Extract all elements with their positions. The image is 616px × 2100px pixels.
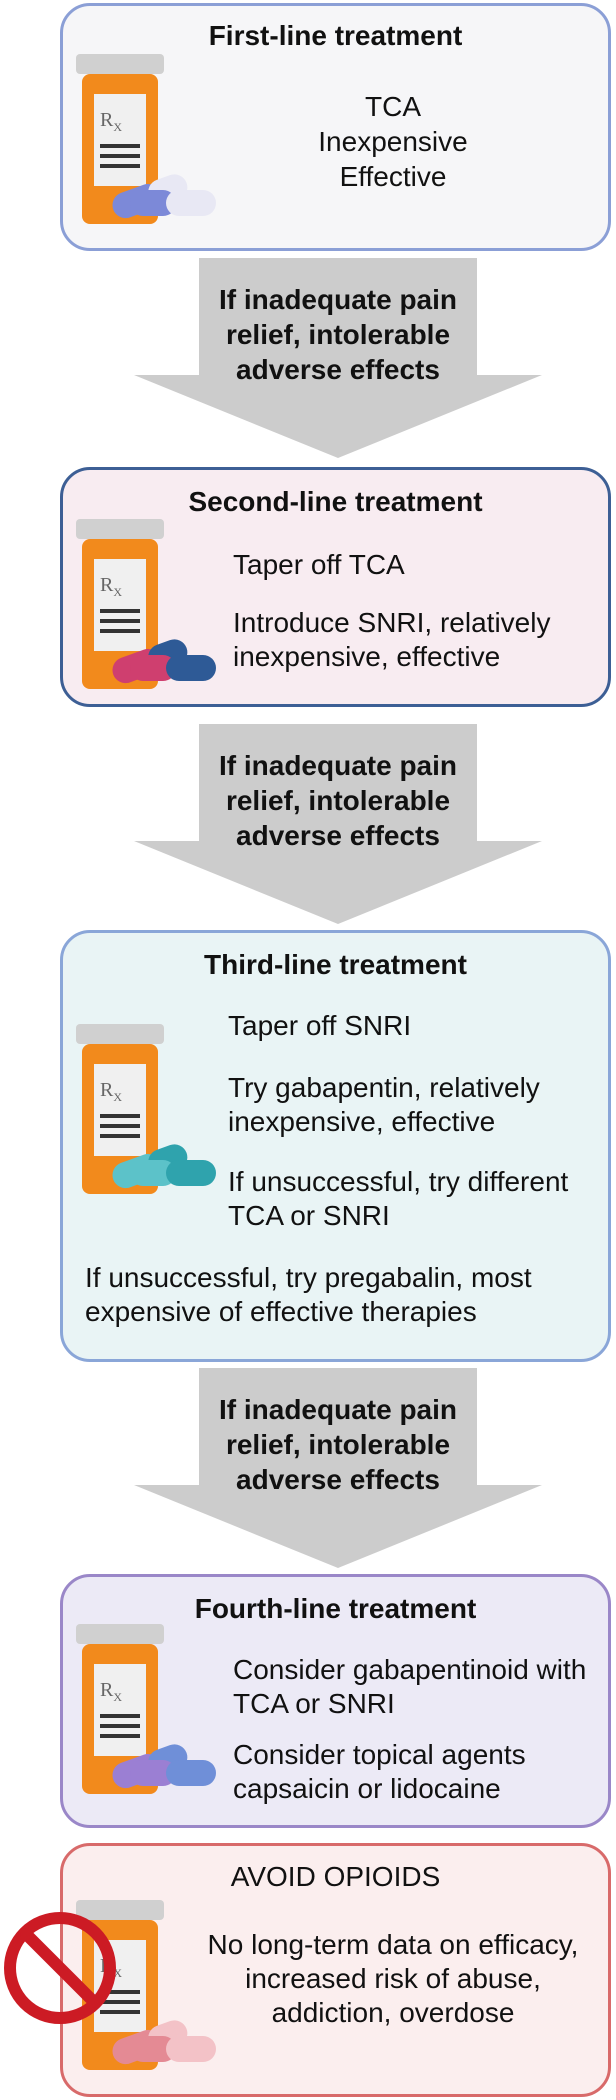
step-line: Inexpensive (318, 126, 468, 157)
step-line: No long-term data on efficacy, increased… (207, 1929, 579, 2028)
step-title: First-line treatment (208, 20, 463, 51)
svg-text:RX: RX (100, 109, 122, 134)
svg-text:RX: RX (100, 1079, 122, 1104)
down-arrow (134, 1368, 542, 1568)
step-line: Effective (339, 161, 447, 192)
svg-text:RX: RX (100, 1679, 122, 1704)
down-arrow (134, 724, 542, 924)
step-line: Try gabapentin, relatively inexpensive, … (228, 1072, 540, 1137)
prescription-bottle-icon: RX (76, 519, 216, 689)
step-title: AVOID OPIOIDS (230, 1861, 441, 1892)
step-line: Taper off SNRI (228, 1010, 412, 1041)
step-title: Second-line treatment (188, 486, 483, 517)
prescription-bottle-icon: RX (76, 1024, 216, 1194)
step-line: Consider topical agents capsaicin or lid… (233, 1739, 526, 1804)
prohibition-icon (4, 1912, 116, 2024)
step-line: Introduce SNRI, relatively inexpensive, … (233, 607, 551, 672)
prescription-bottle-icon: RX (76, 54, 216, 224)
down-arrow (134, 258, 542, 458)
arrow-text: If inadequate pain relief, intolerable a… (218, 750, 458, 851)
svg-text:RX: RX (100, 574, 122, 599)
step-line: Consider gabapentinoid with TCA or SNRI (233, 1654, 587, 1719)
arrow-text: If inadequate pain relief, intolerable a… (218, 1394, 458, 1495)
prescription-bottle-icon: RX (76, 1900, 216, 2070)
prescription-bottle-icon: RX (76, 1624, 216, 1794)
arrow-text: If inadequate pain relief, intolerable a… (218, 284, 458, 385)
step-line: TCA (365, 91, 421, 122)
step-title: Third-line treatment (204, 949, 467, 980)
step-line: If unsuccessful, try pregabalin, most ex… (85, 1262, 532, 1327)
step-line: If unsuccessful, try different TCA or SN… (228, 1166, 569, 1231)
step-line: Taper off TCA (233, 549, 405, 580)
step-title: Fourth-line treatment (194, 1593, 477, 1624)
